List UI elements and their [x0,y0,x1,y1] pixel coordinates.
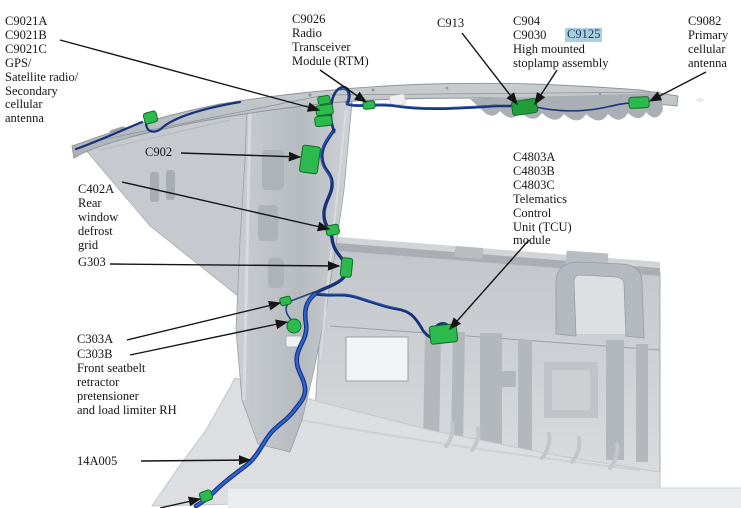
bed-access-hole [345,336,409,382]
antenna-coax [535,102,633,112]
leader-line-gps-secondary-antenna [59,39,321,112]
leader-lines-layer [59,32,707,508]
leader-line-harness-14a005 [140,455,252,466]
leader-line-rear-window-defrost [121,181,331,232]
c303b-connector [286,318,302,334]
leader-line-primary-cellular-antenna [648,71,707,102]
c9026-connector [362,100,376,110]
leader-line-telematics-control-unit [449,239,530,331]
tcu-connector [428,323,459,345]
c9082-connector [628,96,650,109]
c902-connector [299,144,321,175]
g303-connector [339,257,354,278]
leader-line-high-mounted-stoplamp [534,69,558,106]
c9021-a [317,94,331,106]
leader-line-c303b [129,319,289,356]
stoplamp-connector [510,98,539,116]
leader-line-g303 [109,261,341,271]
leader-line-c913 [461,32,518,106]
leader-line-c902 [180,151,302,162]
leader-line-bottom-connector [159,496,202,508]
cab-structure [71,82,741,508]
leader-line-radio-transceiver-module [319,69,368,103]
header-bracket [389,93,406,107]
c402a-connector [325,223,340,237]
bottom-edge-band [228,488,741,508]
antenna-lead-left [74,100,242,151]
leader-line-c303a [126,300,282,341]
bed-hoop [555,261,645,339]
antenna-lead-connector [142,110,159,125]
c9021-c [314,114,333,128]
stake-pocket [454,246,484,259]
harness-top-run [329,85,516,134]
